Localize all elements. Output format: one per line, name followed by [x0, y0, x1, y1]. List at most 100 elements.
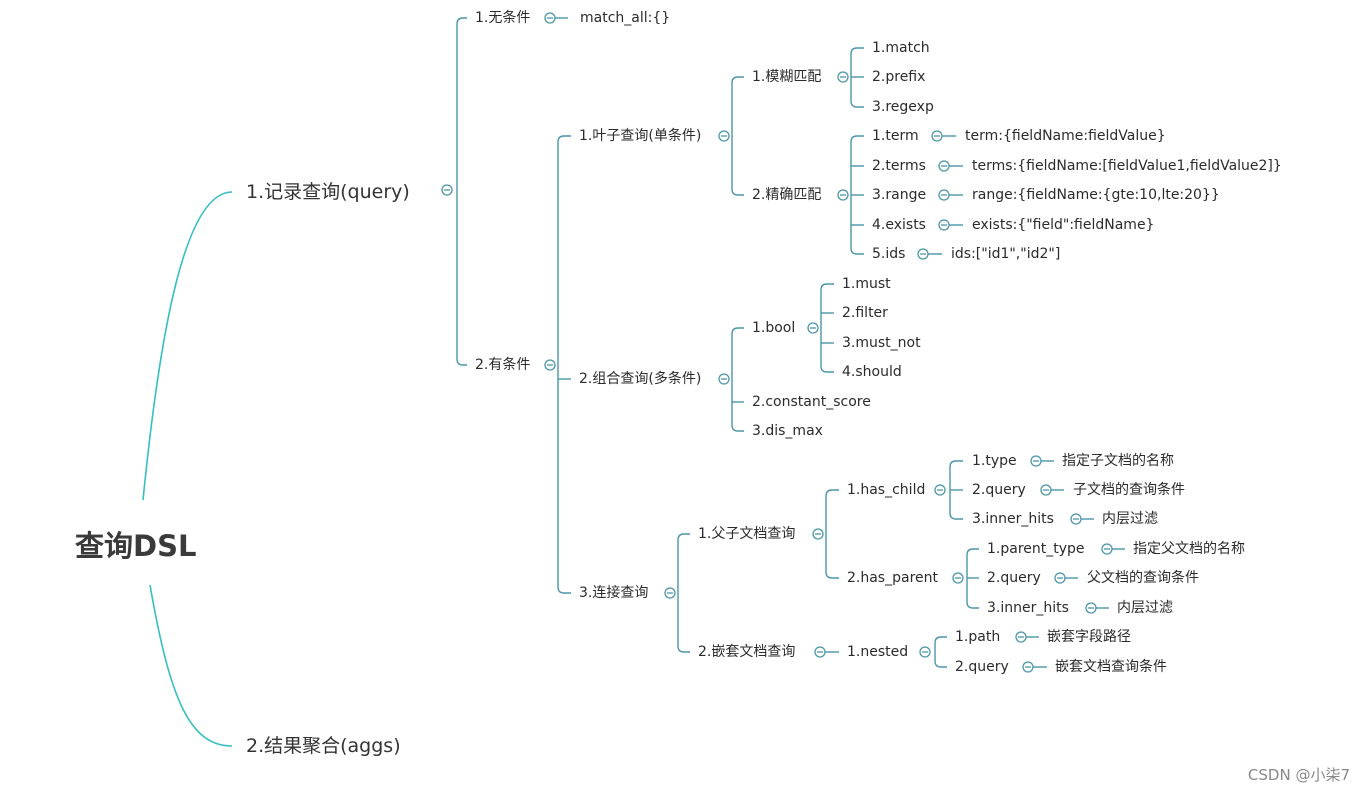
join-query-node: 3.连接查询: [579, 585, 649, 601]
collapse-nested: [919, 646, 931, 658]
has-child-node: 1.has_child: [847, 482, 926, 498]
collapse-bool: [807, 322, 819, 334]
collapse-terms: [938, 160, 950, 172]
bracket-exact-branch-4: [850, 247, 864, 255]
bracket-leaf-branch-1: [731, 188, 744, 196]
collapse-nested-query: [1022, 661, 1034, 673]
child-type-node: 1.type: [972, 453, 1017, 469]
root-curve-aggs: [149, 584, 233, 747]
regexp-node: 3.regexp: [872, 99, 934, 115]
must-node: 1.must: [842, 276, 891, 292]
collapse-ids: [917, 248, 929, 260]
bool-node: 1.bool: [752, 320, 796, 336]
bracket-has-parent-branch-2: [966, 601, 979, 609]
bracket-bool-branch-3: [820, 365, 834, 373]
bracket-record-query-branch-1: [456, 358, 467, 366]
parent-type-node: 1.parent_type: [987, 541, 1085, 557]
collapse-child-type: [1030, 455, 1042, 467]
ids-node: 5.ids: [872, 246, 906, 262]
collapse-leaf: [718, 130, 730, 142]
nested-doc-query-node: 2.嵌套文档查询: [698, 644, 796, 660]
bracket-leaf-branch-0: [731, 76, 744, 84]
collapse-exists: [938, 219, 950, 231]
collapse-has-child: [934, 484, 946, 496]
terms-value-node: terms:{fieldName:[fieldValue1,fieldValue…: [972, 158, 1282, 174]
has-parent-node: 2.has_parent: [847, 570, 938, 586]
bracket-fuzzy-branch-2: [850, 100, 864, 108]
nested-path-node: 1.path: [955, 629, 1001, 645]
range-value-node: range:{fieldName:{gte:10,lte:20}}: [972, 187, 1220, 203]
fuzzy-match-node: 1.模糊匹配: [752, 69, 822, 85]
exists-node: 4.exists: [872, 217, 926, 233]
root-curve-query: [142, 191, 233, 501]
range-node: 3.range: [872, 187, 927, 203]
collapse-has-cond: [544, 359, 556, 371]
term-value-node: term:{fieldName:fieldValue}: [965, 128, 1166, 144]
bracket-nested-branch-0: [934, 636, 947, 644]
collapse-has-parent: [952, 572, 964, 584]
match-all-node: match_all:{}: [580, 10, 671, 26]
collapse-nested-path: [1015, 631, 1027, 643]
nested-query-value-node: 嵌套文档查询条件: [1055, 659, 1167, 675]
leaf-query-node: 1.叶子查询(单条件): [579, 128, 702, 144]
child-query-node: 2.query: [972, 482, 1026, 498]
collapse-exact: [837, 189, 849, 201]
bracket-join-branch-1: [677, 645, 690, 653]
collapse-child-inner: [1070, 513, 1082, 525]
exists-value-node: exists:{"field":fieldName}: [972, 217, 1155, 233]
child-type-value-node: 指定子文档的名称: [1062, 453, 1174, 469]
bracket-compound-branch-2: [731, 424, 744, 432]
match-node: 1.match: [872, 40, 930, 56]
child-query-value-node: 子文档的查询条件: [1073, 482, 1185, 498]
collapse-term: [931, 130, 943, 142]
bracket-has-cond-branch-2: [557, 586, 571, 594]
collapse-no-cond: [544, 12, 556, 24]
collapse-parent-type: [1101, 543, 1113, 555]
collapse-fuzzy: [837, 71, 849, 83]
bracket-has-child-branch-2: [949, 512, 963, 520]
bracket-fuzzy-branch-0: [850, 47, 864, 55]
filter-node: 2.filter: [842, 305, 888, 321]
parent-type-value-node: 指定父文档的名称: [1133, 541, 1245, 557]
bracket-has-parent-branch-0: [966, 548, 979, 556]
parent-inner-hits-value-node: 内层过滤: [1117, 600, 1173, 616]
bracket-exact-branch-0: [850, 135, 864, 143]
exact-match-node: 2.精确匹配: [752, 187, 822, 203]
collapse-record-query: [441, 184, 453, 196]
bracket-bool-branch-0: [820, 283, 834, 291]
collapse-compound: [718, 373, 730, 385]
collapse-nested-doc: [814, 646, 826, 658]
parent-inner-hits-node: 3.inner_hits: [987, 600, 1069, 616]
aggs-node: 2.结果聚合(aggs): [246, 735, 401, 757]
collapse-range: [938, 189, 950, 201]
terms-node: 2.terms: [872, 158, 926, 174]
parent-query-value-node: 父文档的查询条件: [1087, 570, 1199, 586]
record-query-node: 1.记录查询(query): [246, 181, 410, 203]
bracket-nested-branch-1: [934, 660, 947, 668]
nested-node: 1.nested: [847, 644, 909, 660]
bracket-record-query-branch-0: [456, 17, 467, 25]
constant-score-node: 2.constant_score: [752, 394, 871, 410]
prefix-node: 2.prefix: [872, 69, 926, 85]
ids-value-node: ids:["id1","id2"]: [951, 246, 1061, 262]
no-condition-node: 1.无条件: [475, 10, 531, 26]
root-node: 查询DSL: [75, 529, 197, 563]
collapse-join: [664, 587, 676, 599]
watermark: CSDN @小柒7: [1247, 766, 1350, 784]
dis-max-node: 3.dis_max: [752, 423, 823, 439]
bracket-parent-child-branch-0: [825, 489, 839, 497]
bracket-parent-child-branch-1: [825, 571, 839, 579]
bracket-join-branch-0: [677, 533, 690, 541]
parent-child-query-node: 1.父子文档查询: [698, 526, 796, 542]
nested-query-node: 2.query: [955, 659, 1009, 675]
collapse-child-query: [1040, 484, 1052, 496]
has-condition-node: 2.有条件: [475, 357, 531, 373]
collapse-parent-child: [812, 528, 824, 540]
collapse-parent-query: [1054, 572, 1066, 584]
bracket-compound-branch-0: [731, 327, 744, 335]
bracket-has-child-branch-0: [949, 460, 963, 468]
must-not-node: 3.must_not: [842, 335, 921, 351]
compound-query-node: 2.组合查询(多条件): [579, 371, 702, 387]
child-inner-hits-value-node: 内层过滤: [1102, 511, 1158, 527]
